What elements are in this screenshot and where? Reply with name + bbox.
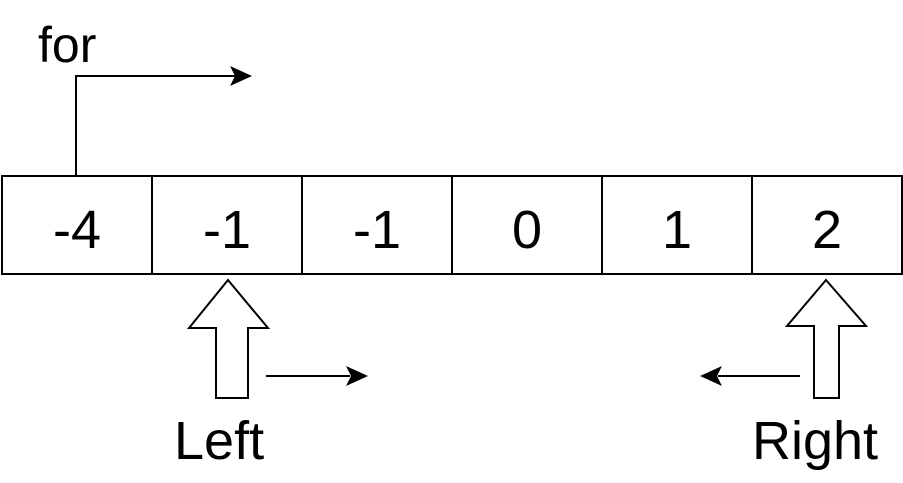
- right-pointer-label: Right: [752, 411, 879, 471]
- array-cell-value: 2: [812, 200, 842, 260]
- for-pointer-arrowhead: [230, 66, 252, 86]
- left-pointer: [186, 278, 368, 399]
- array-cell: -4: [1, 175, 153, 275]
- left-pointer-up-arrow: [186, 278, 271, 399]
- array-cell: -1: [301, 175, 453, 275]
- for-pointer-line: [75, 75, 236, 176]
- array-cell: 2: [751, 175, 903, 275]
- array-cell: 0: [451, 175, 603, 275]
- array-cell-value: -1: [203, 200, 251, 260]
- right-pointer-up-arrow: [784, 278, 869, 399]
- array-row: -4 -1 -1 0 1 2: [1, 175, 903, 275]
- for-loop-pointer: [75, 66, 252, 176]
- array-cell: -1: [151, 175, 303, 275]
- left-pointer-label: Left: [174, 411, 265, 471]
- right-move-arrowhead: [700, 366, 722, 386]
- left-move-arrowhead: [346, 366, 368, 386]
- for-loop-label: for: [38, 17, 97, 73]
- array-cell-value: 0: [512, 200, 542, 260]
- array-cell-value: -1: [353, 200, 401, 260]
- array-cell-value: -4: [53, 200, 101, 260]
- array-cell-value: 1: [662, 200, 692, 260]
- array-cell: 1: [601, 175, 753, 275]
- right-pointer: [700, 278, 869, 399]
